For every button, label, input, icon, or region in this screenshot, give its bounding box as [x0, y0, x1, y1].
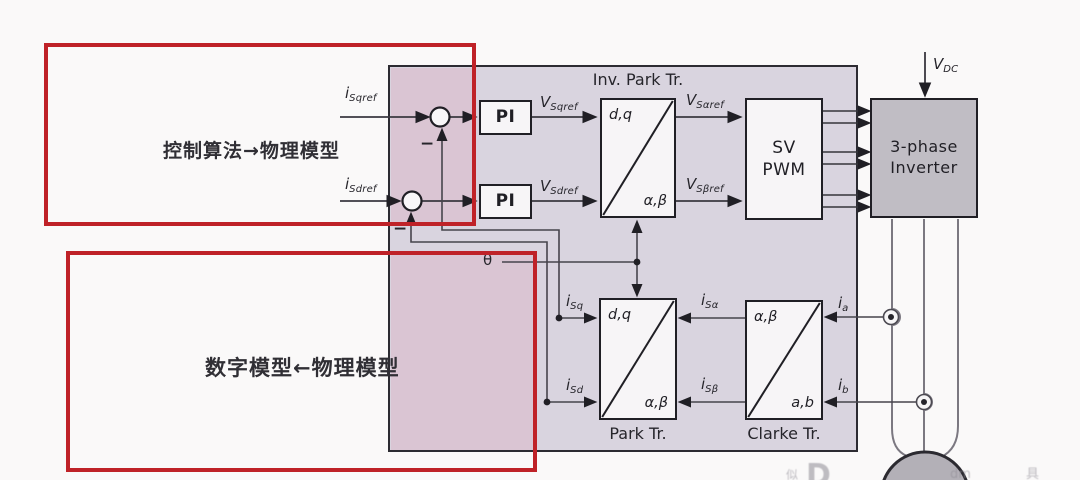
watermark-fragment-2: D	[806, 458, 831, 480]
clarke-caption: Clarke Tr.	[747, 424, 821, 443]
diagonal-line	[747, 302, 821, 418]
i-sqref-label: iSqref	[345, 84, 377, 104]
invpark-ab-label: α,β	[643, 193, 667, 209]
pi-controller-d: PI	[479, 184, 532, 219]
watermark-fragment-4: 具	[1026, 467, 1040, 480]
current-sensor-b-dot	[921, 399, 927, 405]
i-a-label: ia	[838, 294, 849, 314]
phase-line-c	[940, 219, 959, 458]
park-ab-label: α,β	[644, 395, 668, 411]
phase-line-a	[891, 219, 908, 457]
summing-junction-d	[401, 190, 423, 212]
invpark-dq-label: d,q	[609, 107, 633, 123]
clarke-transform-block: α,β a,b	[745, 300, 823, 420]
pi-q-label: PI	[495, 107, 516, 128]
v-sbref-label: VSβref	[686, 175, 724, 195]
diagonal-line	[602, 100, 674, 216]
svpwm-block: SV PWM	[745, 98, 823, 220]
inverter-label: 3-phase Inverter	[890, 137, 958, 177]
pi-controller-q: PI	[479, 100, 532, 135]
summing-junction-q	[429, 106, 451, 128]
svpwm-label: SV PWM	[762, 137, 806, 180]
v-sqref-label: VSqref	[540, 93, 578, 113]
red-highlight-box-bottom	[66, 251, 537, 472]
i-b-label: ib	[838, 376, 849, 396]
phase-line-b	[923, 219, 933, 466]
minus-sign-q: −	[420, 134, 435, 154]
park-dq-label: d,q	[608, 307, 632, 323]
i-sdref-label: iSdref	[345, 175, 377, 195]
red-highlight-box-top	[44, 43, 476, 226]
current-sensor-a-dot	[888, 314, 894, 320]
feedback-d-line	[405, 211, 548, 402]
annotation-digital-model: 数字模型←物理模型	[205, 356, 400, 380]
node-dot-theta	[633, 258, 641, 266]
clarke-ab-label: a,b	[791, 395, 814, 411]
v-saref-label: VSαref	[686, 91, 724, 111]
diagonal-line	[601, 300, 675, 418]
i-sbeta-label: iSβ	[701, 375, 719, 395]
i-sd-label: iSd	[566, 376, 584, 396]
motor-circle	[882, 450, 968, 480]
theta-label: θ	[483, 251, 493, 269]
park-caption: Park Tr.	[609, 424, 667, 443]
feedback-q-line	[436, 127, 560, 318]
v-sdref-label: VSdref	[540, 177, 578, 197]
watermark-fragment-1: 似	[786, 468, 799, 480]
i-sq-label: iSq	[566, 292, 584, 312]
node-dot-isd	[543, 398, 551, 406]
inv-park-title: Inv. Park Tr.	[592, 70, 684, 89]
park-transform-block: d,q α,β	[599, 298, 677, 420]
annotation-control-algorithm: 控制算法→物理模型	[163, 140, 340, 162]
clarke-albe-label: α,β	[754, 309, 778, 325]
inverse-park-transform-block: d,q α,β	[600, 98, 676, 218]
red-tint-bottom	[391, 254, 536, 450]
pi-d-label: PI	[495, 191, 516, 212]
inverter-block: 3-phase Inverter	[870, 98, 978, 218]
watermark-fragment-3: dm	[950, 467, 971, 480]
i-salpha-label: iSα	[701, 291, 719, 311]
v-dc-label: VDC	[933, 55, 959, 75]
node-dot-isq	[555, 314, 563, 322]
